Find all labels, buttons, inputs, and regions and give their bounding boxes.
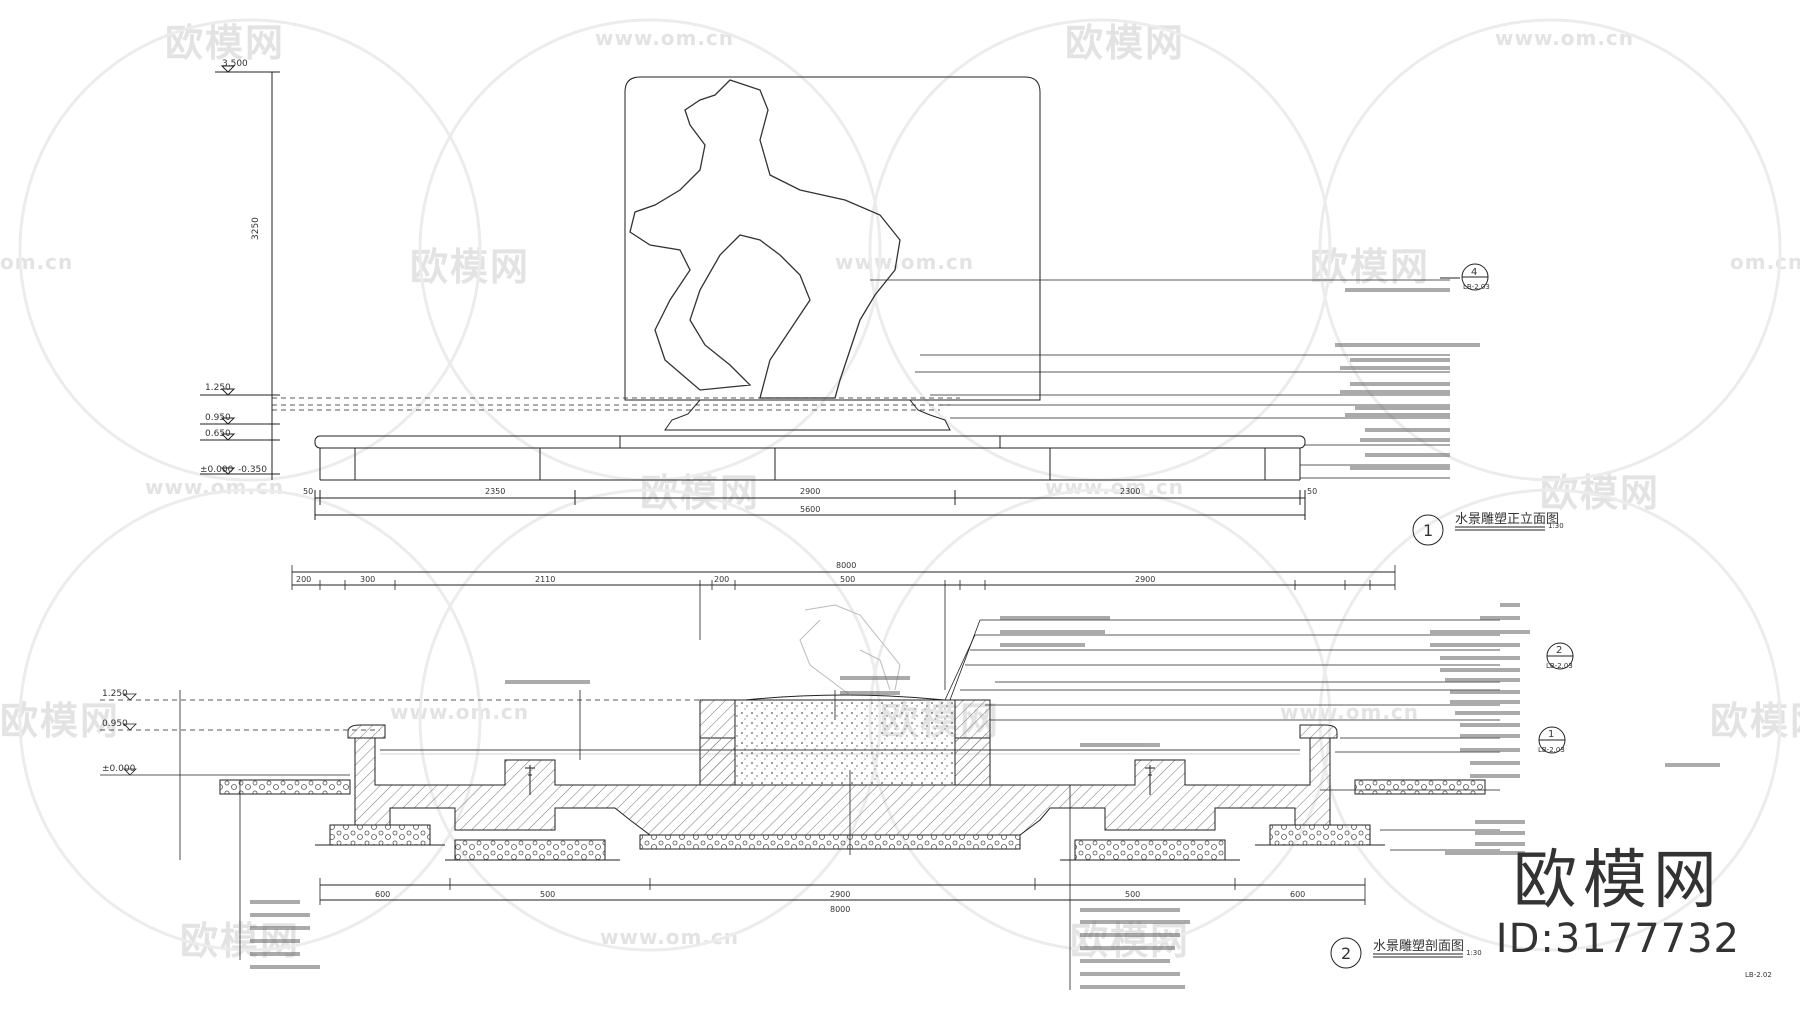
footing-left-outer [329,824,431,846]
elevation-level: 0.950 [205,413,231,423]
section-dim-bottom: 600 [1290,890,1305,899]
detail-callout-sheet: LB-2.03 [1463,283,1490,291]
section-leaders [239,619,1500,990]
elevation-dim-total: 5600 [800,505,820,514]
elevation-level: 3.500 [222,59,248,69]
section-title-number: 2 [1341,944,1351,963]
elevation-height-dim: 3250 [251,217,261,240]
elevation-dimensions [314,490,1306,520]
sculpture-pedestal [664,399,951,431]
section-title: 水景雕塑剖面图 [1373,939,1464,954]
elevation-level: -0.350 [238,465,267,475]
footing-left-inner [454,839,606,861]
section-scale: 1:30 [1466,949,1482,957]
elevation-dim-segment: 2350 [485,487,505,496]
section-dim-bottom-total: 8000 [830,905,850,914]
brand-name: 欧模网 [1512,843,1723,918]
elevation-dim-segment: 50 [303,487,313,496]
section-dim: 2110 [535,575,555,584]
section-level: 0.950 [102,719,128,729]
section-level: 1.250 [102,689,128,699]
sculpture-panel [624,76,1041,401]
elevation-level: 1.250 [205,383,231,393]
elevation-drawing [200,65,1489,520]
section-dim-total: 8000 [836,561,856,570]
fountain-base-cap [314,435,1306,449]
section-callout-sheet: LB-2.03 [1546,662,1573,670]
section-level: ±0.000 [102,764,136,774]
footing-center [639,834,1021,850]
horse-sculpture-ghost [799,604,901,696]
sheet-code: LB-2.02 [1745,971,1772,979]
elevation-level: ±0.000 [200,465,234,475]
elevation-scale: 1:30 [1548,522,1564,530]
elevation-title-number: 1 [1423,521,1433,540]
section-callout-number: 2 [1556,645,1562,656]
section-dim: 2900 [1135,575,1155,584]
footing-right-outer [1269,824,1371,846]
section-dim-bottom: 600 [375,890,390,899]
elevation-title-circle [1412,514,1444,546]
elevation-title: 水景雕塑正立面图 [1455,512,1559,527]
section-drawing [100,565,1720,990]
section-dim: 500 [840,575,855,584]
nozzle-left [525,765,535,795]
nozzle-right [1145,765,1155,795]
section-dim: 200 [714,575,729,584]
elevation-note-stubs [1335,288,1480,470]
section-dim-bottom: 2900 [830,890,850,899]
elevation-leaders [272,279,1450,479]
section-note-stubs [250,603,1720,989]
elevation-dim-segment: 50 [1307,487,1317,496]
section-dim: 300 [360,575,375,584]
elevation-level: 0.650 [205,429,231,439]
brand-id: ID:3177732 [1495,916,1740,962]
basin-rim-right [1299,724,1338,739]
brand-stamp: 欧模网 ID:3177732 [1495,843,1740,962]
detail-callout-number: 4 [1471,267,1477,278]
section-dim-bottom: 500 [540,890,555,899]
section-callout-sheet: LB-2.03 [1538,746,1565,754]
section-dim-bottom: 500 [1125,890,1140,899]
sculpture-core [734,699,956,786]
elevation-dim-segment: 2900 [800,487,820,496]
elevation-level-marks [200,65,280,475]
elevation-dim-segment: 2300 [1120,487,1140,496]
footing-right-inner [1074,839,1226,861]
ground-gravel-left [219,779,351,795]
section-dim: 200 [296,575,311,584]
horse-sculpture-outline [629,79,901,399]
section-level-marks [100,690,940,860]
section-title-circle [1330,937,1362,969]
ground-gravel-right [1354,779,1486,795]
section-callout-number: 1 [1548,729,1554,740]
basin-rim-left [347,724,386,739]
